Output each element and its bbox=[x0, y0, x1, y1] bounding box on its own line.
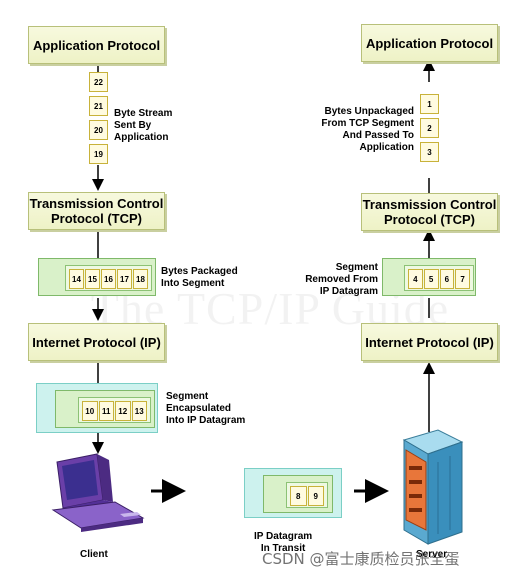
left-ip-layer: Internet Protocol (IP) bbox=[28, 323, 165, 361]
byte: 21 bbox=[89, 96, 108, 116]
credit-watermark: CSDN @富士康质检员张全蛋 bbox=[262, 550, 460, 568]
client-label: Client bbox=[80, 549, 108, 560]
right-byte-stream: 1 2 3 bbox=[420, 94, 439, 162]
byte: 19 bbox=[89, 144, 108, 164]
server-icon bbox=[402, 429, 464, 545]
left-ip-datagram: 10 11 12 13 bbox=[36, 383, 158, 433]
segment-payload: 8 9 bbox=[286, 482, 328, 508]
right-ip-layer: Internet Protocol (IP) bbox=[361, 323, 498, 361]
server-label: Server bbox=[416, 549, 448, 560]
byte: 3 bbox=[420, 142, 439, 162]
right-application-protocol: Application Protocol bbox=[361, 24, 498, 62]
byte: 10 bbox=[82, 401, 98, 421]
left-segment-caption: Bytes Packaged Into Segment bbox=[161, 266, 238, 289]
byte: 1 bbox=[420, 94, 439, 114]
byte: 16 bbox=[101, 269, 116, 289]
encapsulated-segment: 10 11 12 13 bbox=[55, 390, 155, 428]
byte: 18 bbox=[133, 269, 148, 289]
byte: 20 bbox=[89, 120, 108, 140]
byte: 13 bbox=[131, 401, 147, 421]
right-byte-stream-caption: Bytes Unpackaged From TCP Segment And Pa… bbox=[321, 106, 414, 153]
client-computer-icon bbox=[51, 453, 145, 532]
byte: 2 bbox=[420, 118, 439, 138]
byte: 6 bbox=[439, 269, 455, 289]
byte: 14 bbox=[69, 269, 84, 289]
left-byte-stream-caption: Byte Stream Sent By Application bbox=[114, 108, 173, 143]
byte: 12 bbox=[115, 401, 131, 421]
byte: 5 bbox=[423, 269, 439, 289]
left-tcp-segment: 14 15 16 17 18 bbox=[38, 258, 156, 296]
left-application-protocol-label: Application Protocol bbox=[32, 37, 161, 53]
byte: 9 bbox=[307, 486, 324, 506]
transit-ip-datagram: 8 9 bbox=[244, 468, 342, 518]
transit-segment: 8 9 bbox=[263, 475, 333, 513]
transit-caption: IP Datagram In Transit bbox=[254, 531, 313, 554]
left-application-protocol: Application Protocol bbox=[28, 26, 165, 64]
left-datagram-caption: Segment Encapsulated Into IP Datagram bbox=[166, 391, 246, 426]
segment-payload: 14 15 16 17 18 bbox=[65, 265, 152, 291]
byte: 22 bbox=[89, 72, 108, 92]
byte: 4 bbox=[408, 269, 423, 289]
segment-payload: 4 5 6 7 bbox=[404, 265, 474, 291]
byte: 8 bbox=[290, 486, 307, 506]
byte: 7 bbox=[455, 269, 470, 289]
left-byte-stream: 22 21 20 19 bbox=[89, 72, 108, 164]
segment-payload: 10 11 12 13 bbox=[78, 397, 151, 423]
byte: 17 bbox=[117, 269, 132, 289]
byte: 11 bbox=[98, 401, 114, 421]
byte: 15 bbox=[85, 269, 100, 289]
right-tcp-segment: 4 5 6 7 bbox=[382, 258, 476, 296]
right-segment-caption: Segment Removed From IP Datagram bbox=[305, 262, 378, 297]
